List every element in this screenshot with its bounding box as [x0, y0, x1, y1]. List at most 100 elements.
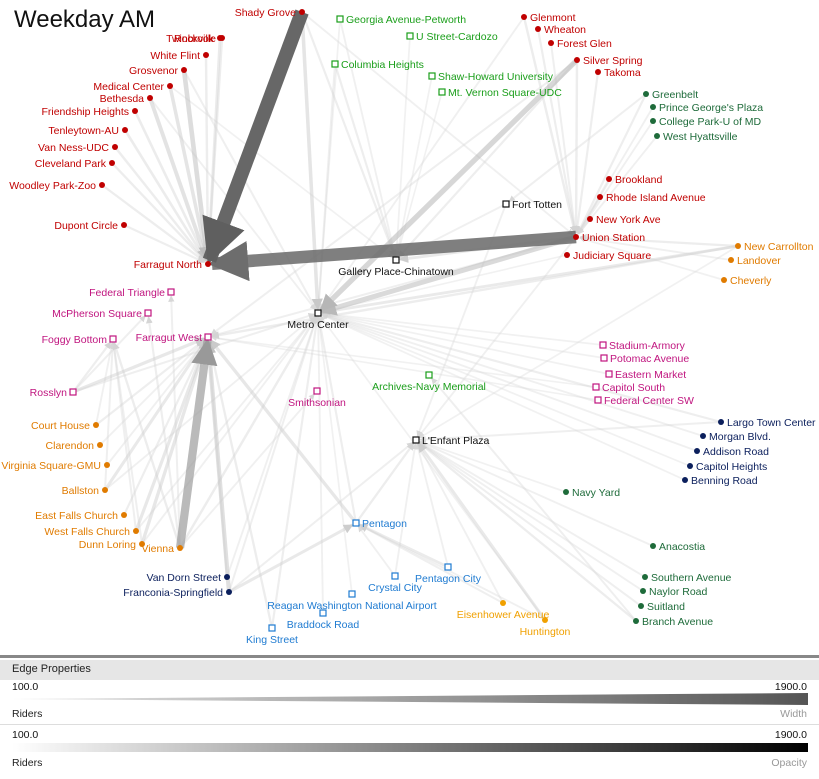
station-mcpherson-square[interactable]: McPherson Square [52, 308, 152, 320]
station-marker-landover[interactable] [728, 257, 734, 263]
station-franconia[interactable]: Franconia-Springfield [123, 587, 232, 599]
edge-silver-spring-to-union-station[interactable] [572, 59, 580, 234]
station-silver-spring[interactable]: Silver Spring [574, 55, 643, 67]
station-gallery-place[interactable]: Gallery Place-Chinatown [338, 256, 454, 278]
edge-franconia-to-metro-center[interactable] [228, 316, 319, 593]
edge-union-station-to-metro-center[interactable] [320, 234, 577, 316]
station-marker-pg-plaza[interactable] [650, 104, 656, 110]
edge-rosslyn-to-farragut-west[interactable] [72, 337, 206, 394]
station-georgia-ave[interactable]: Georgia Avenue-Petworth [336, 14, 466, 26]
station-marker-stadium-armory[interactable] [599, 341, 607, 349]
station-potomac-ave[interactable]: Potomac Avenue [600, 353, 689, 365]
station-branch-ave[interactable]: Branch Avenue [633, 616, 713, 628]
station-court-house[interactable]: Court House [31, 420, 99, 432]
edge-pg-plaza-to-union-station[interactable] [577, 106, 654, 235]
station-marker-pentagon[interactable] [352, 519, 360, 527]
station-van-ness[interactable]: Van Ness-UDC [38, 142, 118, 154]
station-pg-plaza[interactable]: Prince George's Plaza [650, 102, 763, 114]
edge-new-carrollton-to-metro-center[interactable] [321, 244, 739, 316]
edge-tenleytown-to-farragut-north[interactable] [123, 129, 207, 262]
station-marker-eastern-market[interactable] [605, 370, 613, 378]
station-marker-ballston[interactable] [102, 487, 108, 493]
station-van-dorn[interactable]: Van Dorn Street [146, 572, 230, 584]
station-marker-twinbrook[interactable] [217, 35, 223, 41]
station-marker-morgan-blvd[interactable] [700, 433, 706, 439]
edge-addison-road-to-metro-center[interactable] [321, 313, 698, 452]
edge-franconia-to-lenfant-plaza[interactable] [228, 441, 414, 593]
station-marker-navy-yard[interactable] [563, 489, 569, 495]
station-twinbrook[interactable]: Twinbrook [166, 33, 223, 45]
station-pentagon-city[interactable]: Pentagon City [415, 563, 482, 585]
station-capitol-south[interactable]: Capitol South [592, 382, 665, 394]
edge-king-street-to-farragut-west[interactable] [206, 340, 274, 629]
edge-georgia-ave-to-gallery-place[interactable] [339, 18, 397, 257]
station-marker-dupont-circle[interactable] [121, 222, 127, 228]
edge-new-carrollton-to-lenfant-plaza[interactable] [418, 245, 739, 439]
edge-van-ness-to-farragut-north[interactable] [114, 146, 207, 262]
station-marker-new-york-ave[interactable] [587, 216, 593, 222]
station-marker-addison-road[interactable] [694, 448, 700, 454]
station-marker-clarendon[interactable] [97, 442, 103, 448]
station-marker-white-flint[interactable] [203, 52, 209, 58]
edge-judiciary-square-to-metro-center[interactable] [321, 254, 568, 314]
edge-union-station-to-lenfant-plaza[interactable] [417, 236, 577, 438]
edge-van-dorn-to-metro-center[interactable] [226, 316, 318, 578]
edge-vienna-to-farragut-west[interactable] [175, 338, 218, 549]
station-glenmont[interactable]: Glenmont [521, 12, 576, 24]
station-lenfant-plaza[interactable]: L'Enfant Plaza [412, 435, 490, 447]
station-woodley-park[interactable]: Woodley Park-Zoo [9, 180, 105, 192]
edge-bethesda-to-farragut-north[interactable] [148, 97, 209, 262]
edge-new-carrollton-to-union-station[interactable] [579, 233, 739, 248]
station-marker-silver-spring[interactable] [574, 57, 580, 63]
edge-east-falls-church-to-farragut-west[interactable] [123, 339, 208, 516]
edge-eisenhower-ave-to-lenfant-plaza[interactable] [417, 443, 504, 604]
station-vienna[interactable]: Vienna [141, 543, 183, 555]
station-archives[interactable]: Archives-Navy Memorial [372, 371, 486, 393]
station-marker-king-street[interactable] [268, 624, 276, 632]
edge-braddock-road-to-metro-center[interactable] [315, 316, 324, 614]
station-foggy-bottom[interactable]: Foggy Bottom [42, 334, 117, 346]
edge-woodley-park-to-farragut-north[interactable] [101, 184, 206, 263]
station-marker-glenmont[interactable] [521, 14, 527, 20]
edge-pentagon-to-metro-center[interactable] [316, 316, 358, 524]
station-farragut-north[interactable]: Farragut North [134, 259, 211, 271]
edge-southern-ave-to-lenfant-plaza[interactable] [418, 441, 646, 578]
edge-pentagon-city-to-lenfant-plaza[interactable] [415, 443, 449, 568]
station-southern-ave[interactable]: Southern Avenue [642, 572, 732, 584]
station-marker-brookland[interactable] [606, 176, 612, 182]
station-marker-union-station[interactable] [573, 234, 579, 240]
station-marker-college-park[interactable] [650, 118, 656, 124]
station-marker-new-carrollton[interactable] [735, 243, 741, 249]
station-huntington[interactable]: Huntington [520, 617, 571, 638]
station-marker-largo[interactable] [718, 419, 724, 425]
station-fort-totten[interactable]: Fort Totten [502, 199, 562, 211]
edge-largo-to-metro-center[interactable] [321, 312, 722, 424]
edge-silver-spring-to-metro-center[interactable] [318, 58, 579, 313]
edge-dupont-circle-to-farragut-north[interactable] [123, 224, 205, 264]
station-marker-judiciary-square[interactable] [564, 252, 570, 258]
station-marker-smithsonian[interactable] [313, 387, 321, 395]
station-union-station[interactable]: Union Station [573, 232, 645, 244]
edge-dunn-loring-to-farragut-west[interactable] [140, 339, 209, 545]
station-benning-road[interactable]: Benning Road [682, 475, 758, 487]
station-marker-eisenhower-ave[interactable] [500, 600, 506, 606]
station-marker-southern-ave[interactable] [642, 574, 648, 580]
edge-cheverly-to-union-station[interactable] [579, 236, 725, 281]
edge-grosvenor-to-metro-center[interactable] [183, 69, 317, 311]
edge-shady-grove-to-union-station[interactable] [301, 11, 574, 236]
edge-forest-glen-to-union-station[interactable] [550, 42, 578, 234]
edge-white-flint-to-farragut-north[interactable] [203, 54, 212, 261]
edge-vienna-to-smithsonian[interactable] [179, 393, 316, 549]
station-east-falls-church[interactable]: East Falls Church [35, 510, 127, 522]
station-marker-georgia-ave[interactable] [336, 15, 344, 23]
edge-vienna-to-metro-center[interactable] [178, 315, 318, 549]
edge-college-park-to-union-station[interactable] [577, 120, 654, 235]
station-white-flint[interactable]: White Flint [150, 50, 209, 62]
edge-brookland-to-union-station[interactable] [577, 178, 610, 235]
station-marker-fort-totten[interactable] [502, 200, 510, 208]
station-marker-cheverly[interactable] [721, 277, 727, 283]
station-metro-center[interactable]: Metro Center [287, 309, 349, 331]
edge-columbia-heights-to-gallery-place[interactable] [333, 63, 397, 257]
station-marker-federal-triangle[interactable] [167, 288, 175, 296]
edge-west-falls-church-to-foggy-bottom[interactable] [110, 342, 137, 532]
